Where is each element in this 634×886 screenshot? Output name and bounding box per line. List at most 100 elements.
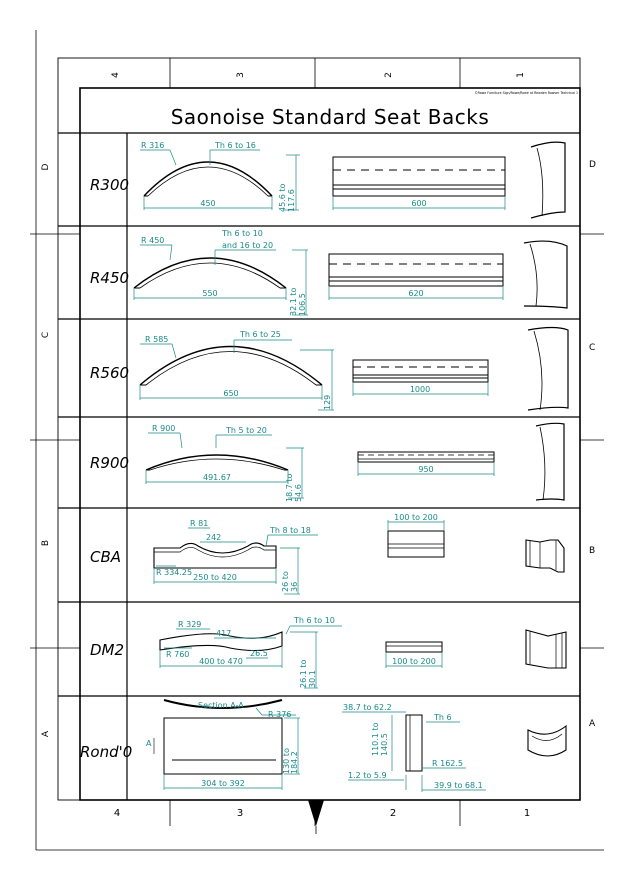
grid-col-bottom-1: 1: [524, 808, 530, 819]
dim-rond-thickness: Th 6: [433, 713, 452, 722]
dim-dm2-width: 400 to 470: [199, 657, 243, 666]
row-r300-dims: R 316 Th 6 to 16 450 45.6 to 117.6 600: [141, 141, 427, 212]
dim-rond-width: 304 to 392: [201, 779, 245, 788]
grid-labels-left: D C B A: [41, 163, 51, 737]
dim-rond-height-b: 184.2: [290, 751, 299, 774]
row-label-dm2: DM2: [90, 641, 124, 659]
dim-r450-height-b: 106.5: [298, 293, 307, 316]
column-ticks: [169, 58, 461, 826]
dim-rond-section-title: Section A-A: [198, 701, 244, 710]
grid-row-right-C: C: [589, 343, 595, 353]
grid-labels-bottom: 4 3 2 1: [114, 808, 530, 819]
grid-col-top-2: 2: [384, 72, 394, 78]
dim-r900-height-a: 18.7 to: [285, 474, 294, 502]
dim-r560-radius: R 585: [145, 335, 168, 344]
dim-rond-profile-b: 140.5: [380, 733, 389, 756]
dim-rond-small-radius: R 162.5: [432, 759, 463, 768]
dim-cba-thickness: Th 8 to 18: [269, 526, 311, 535]
dim-rond-radius: R 376: [268, 710, 291, 719]
dim-r450-radius: R 450: [141, 236, 164, 245]
dim-dm2-length: 100 to 200: [392, 657, 436, 666]
dim-rond-top-range: 38.7 to 62.2: [343, 703, 392, 712]
dim-rond-offset: 1.2 to 5.9: [348, 771, 387, 780]
grid-col-bottom-2: 2: [390, 808, 396, 819]
row-label-r300: R300: [90, 176, 129, 194]
dim-cba-length: 100 to 200: [394, 513, 438, 522]
grid-row-right-B: B: [589, 546, 595, 556]
row-r300-drawing: [140, 141, 566, 219]
dim-rond-section-marker: A: [146, 739, 152, 748]
grid-row-left-B: B: [41, 540, 51, 546]
grid-row-right-D: D: [589, 160, 596, 170]
grid-col-bottom-3: 3: [237, 808, 243, 819]
row-labels: R300 R450 R560 R900 CBA DM2 Rond'0: [80, 176, 132, 761]
dim-rond-bottom-range: 39.9 to 68.1: [434, 781, 483, 790]
grid-row-right-A: A: [589, 719, 596, 729]
row-r450-drawing: [133, 240, 568, 316]
dim-dm2-radius-large: R 760: [166, 650, 189, 659]
dim-r300-width: 450: [200, 199, 215, 208]
row-separators: [58, 132, 580, 697]
row-rond-dims: Section A-A R 376 A 130 to 184.2 304 to …: [146, 701, 483, 790]
dim-cba-height-a: 26 to: [281, 571, 290, 592]
fine-print: ©Rowe Furniture Sign/Rowe/Rowe at Rewden…: [474, 91, 578, 95]
row-label-r900: R900: [90, 454, 129, 472]
dim-cba-radius-small: R 81: [190, 519, 208, 528]
row-label-rond: Rond'0: [80, 743, 132, 761]
grid-row-left-A: A: [41, 730, 51, 737]
row-ticks: [30, 233, 604, 649]
dim-dm2-radius-small: R 329: [178, 620, 201, 629]
grid-row-left-D: D: [41, 163, 51, 170]
dim-r900-thickness: Th 5 to 20: [225, 426, 267, 435]
grid-labels-right: D C B A: [589, 160, 596, 729]
grid-labels-top: 4 3 2 1: [111, 72, 526, 78]
dim-r300-thickness: Th 6 to 16: [214, 141, 256, 150]
dim-r450-length: 620: [408, 289, 423, 298]
dim-r300-height-b: 117.6: [287, 189, 296, 212]
dim-r560-length: 1000: [410, 385, 430, 394]
dim-rond-height-a: 130 to: [282, 748, 291, 774]
row-r560-drawing: [139, 326, 569, 411]
row-cba-dims: R 81 242 Th 8 to 18 R 334.25 250 to 420 …: [156, 513, 438, 592]
row-label-r450: R450: [90, 269, 129, 287]
dim-r300-height-a: 45.6 to: [278, 184, 287, 212]
dim-r900-height-b: 54.6: [294, 484, 303, 502]
inner-frame: [79, 87, 581, 801]
centering-arrow: [308, 800, 324, 826]
dim-dm2-height-b: 30.1: [308, 670, 317, 688]
dim-r450-thickness-2: and 16 to 20: [222, 241, 273, 250]
dim-dm2-inner-width: 417: [216, 629, 231, 638]
dim-rond-profile-a: 110.1 to: [371, 722, 380, 756]
dim-r560-width: 650: [223, 389, 238, 398]
dim-r300-length: 600: [411, 199, 426, 208]
grid-row-left-C: C: [41, 332, 51, 338]
sheet-title: Saonoise Standard Seat Backs: [171, 105, 490, 129]
dim-dm2-height-a: 26.1 to: [299, 660, 308, 688]
row-r900-drawing: [145, 422, 565, 501]
dim-dm2-offset: 26.5: [250, 649, 268, 658]
dim-cba-width: 250 to 420: [193, 573, 237, 582]
row-cba-drawing: [153, 520, 565, 595]
dim-r900-length: 950: [418, 465, 433, 474]
dim-dm2-thickness: Th 6 to 10: [293, 616, 335, 625]
grid-col-top-4: 4: [111, 72, 121, 78]
row-rond-drawing: [153, 699, 567, 792]
grid-col-top-3: 3: [236, 72, 246, 78]
dim-r300-radius: R 316: [141, 141, 164, 150]
dim-r450-width: 550: [202, 289, 217, 298]
row-r450-dims: R 450 Th 6 to 10 and 16 to 20 550 32.1 t…: [141, 229, 424, 316]
row-r900-dims: R 900 Th 5 to 20 491.67 18.7 to 54.6 950: [152, 424, 434, 502]
dim-cba-height-b: 36: [290, 582, 299, 592]
dim-r450-height-a: 32.1 to: [289, 288, 298, 316]
dim-r900-width: 491.67: [203, 473, 231, 482]
row-label-r560: R560: [90, 364, 129, 382]
dim-r450-thickness: Th 6 to 10: [221, 229, 263, 238]
row-label-cba: CBA: [90, 548, 121, 566]
dim-cba-radius-large: R 334.25: [156, 568, 192, 577]
dim-r900-radius: R 900: [152, 424, 175, 433]
row-dm2-dims: R 329 417 Th 6 to 10 R 760 26.5 400 to 4…: [166, 616, 436, 688]
dim-cba-inner-width: 242: [206, 533, 221, 542]
row-dm2-drawing: [159, 625, 567, 689]
dim-r560-thickness: Th 6 to 25: [239, 330, 281, 339]
